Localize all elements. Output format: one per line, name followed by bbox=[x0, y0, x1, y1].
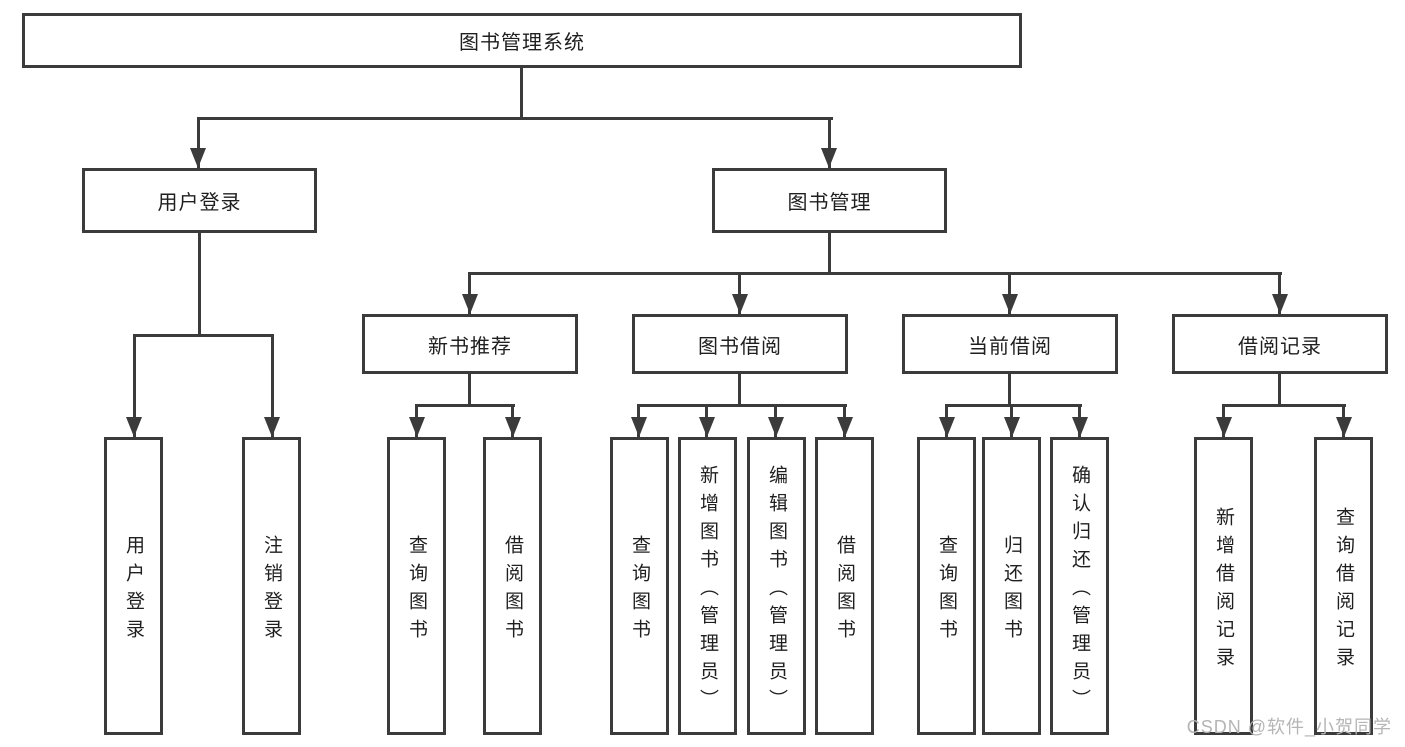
node-leaf-current-return-book: 归还图书 bbox=[982, 437, 1041, 735]
connector-root-branch bbox=[197, 117, 833, 120]
connector-stem-new-book-recommend bbox=[468, 272, 471, 314]
node-leaf-recommend-borrow-book: 借阅图书 bbox=[483, 437, 542, 735]
connector-root-trunk bbox=[520, 68, 523, 119]
connector-current-borrowing-branch bbox=[945, 404, 1082, 407]
connector-book-borrowing-trunk bbox=[738, 374, 741, 407]
node-borrowing-records: 借阅记录 bbox=[1172, 314, 1388, 374]
arrow-down-icon bbox=[768, 417, 784, 437]
arrow-down-icon bbox=[264, 417, 280, 437]
arrow-down-icon bbox=[462, 294, 478, 314]
node-leaf-recommend-search-book: 查询图书 bbox=[387, 437, 446, 735]
arrow-down-icon bbox=[190, 148, 206, 168]
connector-new-book-recommend-trunk bbox=[468, 374, 471, 407]
csdn-watermark: CSDN @软件_小贺同学 bbox=[1186, 717, 1392, 737]
node-user-login: 用户登录 bbox=[82, 168, 317, 233]
node-leaf-borrowing-edit-book: 编辑图书（管理员） bbox=[747, 437, 806, 735]
connector-stem-user-login bbox=[197, 117, 200, 168]
node-book-borrowing: 图书借阅 bbox=[632, 314, 848, 374]
connector-stem-book-management bbox=[828, 117, 831, 168]
connector-current-borrowing-trunk bbox=[1008, 374, 1011, 407]
connector-borrowing-records-trunk bbox=[1278, 374, 1281, 407]
node-leaf-logout: 注销登录 bbox=[242, 437, 301, 735]
arrow-down-icon bbox=[1336, 417, 1352, 437]
connector-stem-book-borrowing bbox=[738, 272, 741, 314]
arrow-down-icon bbox=[821, 148, 837, 168]
node-leaf-borrowing-add-book: 新增图书（管理员） bbox=[678, 437, 737, 735]
arrow-down-icon bbox=[1272, 294, 1288, 314]
node-book-management: 图书管理 bbox=[712, 168, 947, 233]
node-leaf-records-add-record: 新增借阅记录 bbox=[1194, 437, 1253, 735]
connector-user-login-branch bbox=[133, 334, 274, 337]
connector-book-borrowing-branch bbox=[638, 404, 847, 407]
node-leaf-current-confirm-return: 确认归还（管理员） bbox=[1050, 437, 1109, 735]
connector-stem-current-borrowing bbox=[1008, 272, 1011, 314]
node-leaf-borrowing-borrow-book: 借阅图书 bbox=[815, 437, 874, 735]
connector-user-login-trunk bbox=[198, 233, 201, 337]
arrow-down-icon bbox=[505, 417, 521, 437]
connector-book-management-branch bbox=[468, 272, 1282, 275]
connector-stem-borrowing-records bbox=[1278, 272, 1281, 314]
arrow-down-icon bbox=[1004, 417, 1020, 437]
connector-new-book-recommend-branch bbox=[415, 404, 515, 407]
arrow-down-icon bbox=[699, 417, 715, 437]
arrow-down-icon bbox=[939, 417, 955, 437]
arrow-down-icon bbox=[837, 417, 853, 437]
node-leaf-borrowing-search-book: 查询图书 bbox=[610, 437, 669, 735]
connector-stem-leaf-user-login bbox=[133, 334, 136, 437]
node-current-borrowing: 当前借阅 bbox=[902, 314, 1118, 374]
node-new-book-recommend: 新书推荐 bbox=[362, 314, 578, 374]
arrow-down-icon bbox=[1002, 294, 1018, 314]
connector-book-management-trunk bbox=[828, 233, 831, 275]
arrow-down-icon bbox=[126, 417, 142, 437]
arrow-down-icon bbox=[732, 294, 748, 314]
arrow-down-icon bbox=[1216, 417, 1232, 437]
connector-borrowing-records-branch bbox=[1222, 404, 1346, 407]
arrow-down-icon bbox=[631, 417, 647, 437]
arrow-down-icon bbox=[409, 417, 425, 437]
connector-stem-leaf-logout bbox=[271, 334, 274, 437]
node-leaf-current-search-book: 查询图书 bbox=[917, 437, 976, 735]
arrow-down-icon bbox=[1072, 417, 1088, 437]
node-leaf-records-search-record: 查询借阅记录 bbox=[1314, 437, 1373, 735]
node-leaf-user-login: 用户登录 bbox=[104, 437, 163, 735]
node-root-library-system: 图书管理系统 bbox=[22, 13, 1022, 68]
